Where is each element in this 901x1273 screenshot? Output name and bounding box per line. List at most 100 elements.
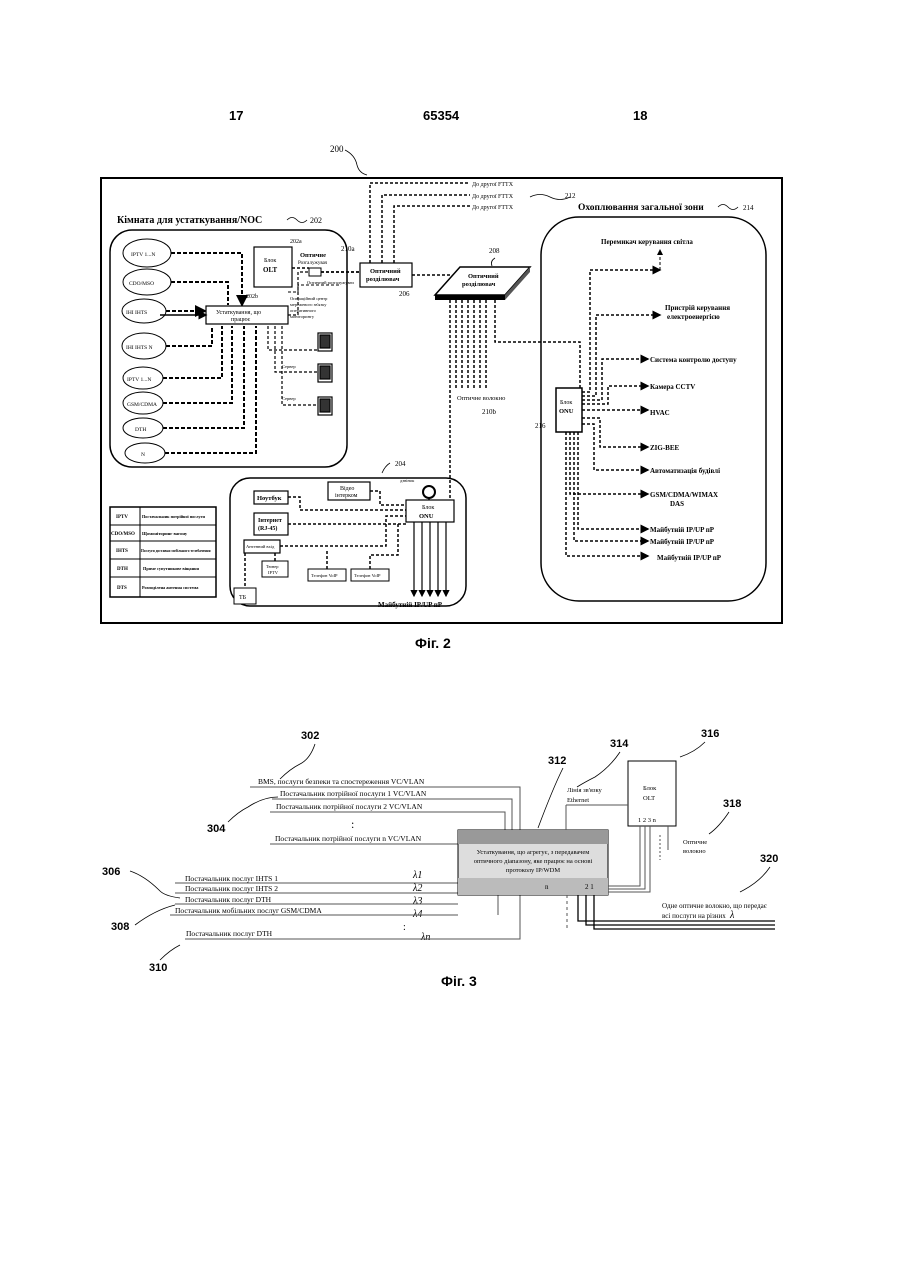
legend-abbr: DTS [117,586,127,591]
left-service-clouds: IPTV 1...N CDO/MSO IHI IHTS IHI IHTS N I… [122,239,171,463]
onu-main-label: ONU [559,408,574,415]
future-label: Майбутній IP/UP пР [650,526,715,534]
legend-desc: Щомоніторинг вагону [142,531,188,536]
noc-ops: Операційний центр [290,296,328,301]
onu-home-label: ONU [419,513,434,520]
figure-2-caption: Фіг. 2 [415,635,451,651]
ref-308: 308 [111,921,129,933]
top-line-label: Постачальник потрійної послуги 2 VC/VLAN [276,802,423,811]
automation-label: Автоматизація будівлі [650,467,720,475]
service-label: DTH [135,427,146,433]
outdoor-zone-title: Охоплювання загальної зони [578,203,704,213]
service-label: IHI IHTS N [126,345,153,351]
future-label: Майбутній IP/UP пР [650,538,715,546]
figure-3-diagram: 302 304 306 308 310 312 314 316 318 320 … [0,660,901,1020]
video-label: Відео [340,486,354,492]
onu-home-label: Блок [422,505,434,511]
olt-ports: 1 2 3 n [638,817,657,824]
wdm-label: Постачальник мобільних послуг GSM/CDMA [175,906,322,915]
lambda-label: λ2 [412,883,422,894]
device-ports: 2 1 [585,883,594,891]
single-lambda: λ [729,910,735,921]
splitter-206-label: розділювач [366,276,400,283]
vertical-dots: : [403,922,406,933]
fiber-label: волокно [683,848,706,855]
light-switch-label: Перемикач керування світла [601,238,693,246]
device-label: Устаткування, що агрегує, з передавачем [477,849,590,856]
tel2-label: Телефон VoIP [354,573,381,578]
internet-label: Інтернет [258,518,282,524]
legend-desc: Пряме супутникове віщання [143,566,200,571]
device-port-n: n [545,883,549,891]
service-label: IPTV 1...N [127,377,151,383]
future-label: Майбутній IP/UP пР [657,554,722,562]
noc-room-title: Кімната для устаткування/NOC [117,215,262,226]
service-label: GSM/CDMA [127,402,157,408]
noc-ops: оперативного [290,308,317,313]
legend-desc: Постачальник потрійної послуги [142,514,205,519]
fttx-label: До другої FTTX [472,182,514,188]
splitter-208-label: розділювач [462,281,496,288]
optical-label: Оптичне [300,252,326,259]
top-line-label: Постачальник потрійної послуги n VC/VLAN [275,834,422,843]
lambda-label: λ3 [412,896,422,907]
noc-ops: мережевого зв'язку [290,302,327,307]
ref-216: 216 [535,422,546,430]
home-future-label: Майбутній IP/UP пР [378,601,443,609]
ref-212: 212 [565,192,576,200]
tuner-label: Тюнер [266,564,279,569]
lambda-label: λ1 [412,870,422,881]
hvac-label: HVAC [650,409,670,417]
access-label: Система контролю доступу [650,356,737,364]
service-label: IHI IHTS [126,310,147,316]
ref-206: 206 [399,290,410,298]
optical-sub: Розгалужувач [298,261,328,266]
wdm-label: Постачальник послуг IHTS 2 [185,884,278,893]
internet-label: (RJ-45) [258,525,277,532]
power-label: Пристрій керування [665,304,730,312]
optical-splitter-206 [360,263,412,287]
small-splitter [309,268,321,276]
ref-204: 204 [395,460,406,468]
olt-label: OLT [263,266,277,274]
noc-ops: моніторингу [290,314,315,319]
wdm-label: Постачальник послуг IHTS 1 [185,874,278,883]
legend-abbr: IPTV [116,515,128,520]
tel1-label: Телефон VoIP [311,573,338,578]
single-fiber-label: всі послуги на різних [662,912,726,920]
olt-label-fig3: OLT [643,795,655,802]
figure-2-diagram: 200 Кімната для устаткування/NOC 202 IPT… [0,0,901,660]
tv-label: ТБ [239,595,247,601]
wdm-label: Постачальник послуг DTH [185,895,272,904]
ref-202b: 202b [246,294,258,300]
antenna-label: Антенний вхід [246,544,275,549]
door-label: дзвінок [400,478,415,483]
ref-208: 208 [489,247,500,255]
single-fiber-label: Одне оптичне волокно, що передає [662,902,767,910]
top-line-label: BMS, послуги безпеки та спостереження VC… [258,777,425,786]
splitter-208-label: Оптичний [468,273,499,280]
ref-318: 318 [723,798,741,810]
legend-abbr: DTH [117,567,128,572]
monitor-icons [318,333,332,415]
gsm-label: GSM/CDMA/WIMAX [650,491,718,499]
ref-202a: 202a [290,239,302,245]
laptop-label: Ноутбук [257,495,282,502]
ip-device-label: працює [231,317,251,323]
wdm-label: Постачальник послуг DTH [186,929,273,938]
ref-200: 200 [330,144,344,154]
service-label: N [141,452,145,458]
zigbee-label: ZIG-BEE [650,444,680,452]
cctv-label: Камера CCTV [650,383,695,391]
olt-label-fig3: Блок [643,785,657,792]
ref-202: 202 [310,216,322,225]
ref-210b: 210b [482,408,497,416]
service-label: CDO/MSO [129,281,154,287]
link-label: Лінія зв'язку [567,787,603,794]
optical-fiber-label: Оптичне волокно [457,395,505,402]
monitor-label: Сервер [282,364,296,369]
onu-main-label: Блок [560,400,572,406]
device-label: оптичного діапазону, яке працює на основ… [474,858,593,865]
monitor-label: Сервер [282,396,296,401]
ref-312: 312 [548,755,566,767]
